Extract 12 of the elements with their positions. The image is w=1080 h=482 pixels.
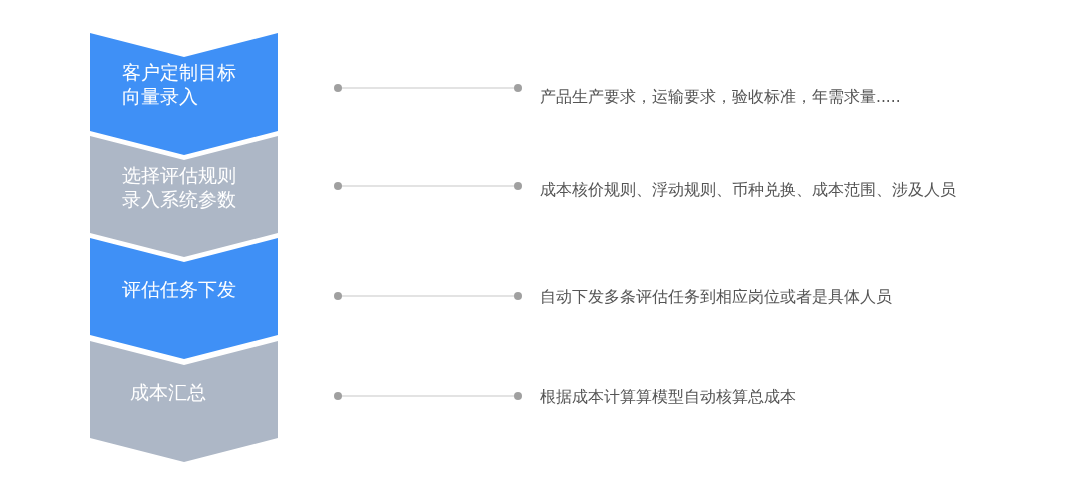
dot-connector [334, 182, 522, 190]
chevron-step: 客户定制目标向量录入 [90, 33, 278, 155]
chevron-step: 成本汇总 [90, 341, 278, 462]
description-text: 产品生产要求，运输要求，验收标准，年需求量..... [540, 87, 901, 107]
chevron-step: 选择评估规则录入系统参数 [90, 136, 278, 257]
dot-connector [334, 292, 522, 300]
dot-connector [334, 392, 522, 400]
chevron-step: 评估任务下发 [90, 238, 278, 359]
description-text: 自动下发多条评估任务到相应岗位或者是具体人员 [540, 287, 892, 307]
description-text: 成本核价规则、浮动规则、币种兑换、成本范围、涉及人员 [540, 180, 956, 200]
dot-connector [334, 84, 522, 92]
description-text: 根据成本计算算模型自动核算总成本 [540, 387, 796, 407]
